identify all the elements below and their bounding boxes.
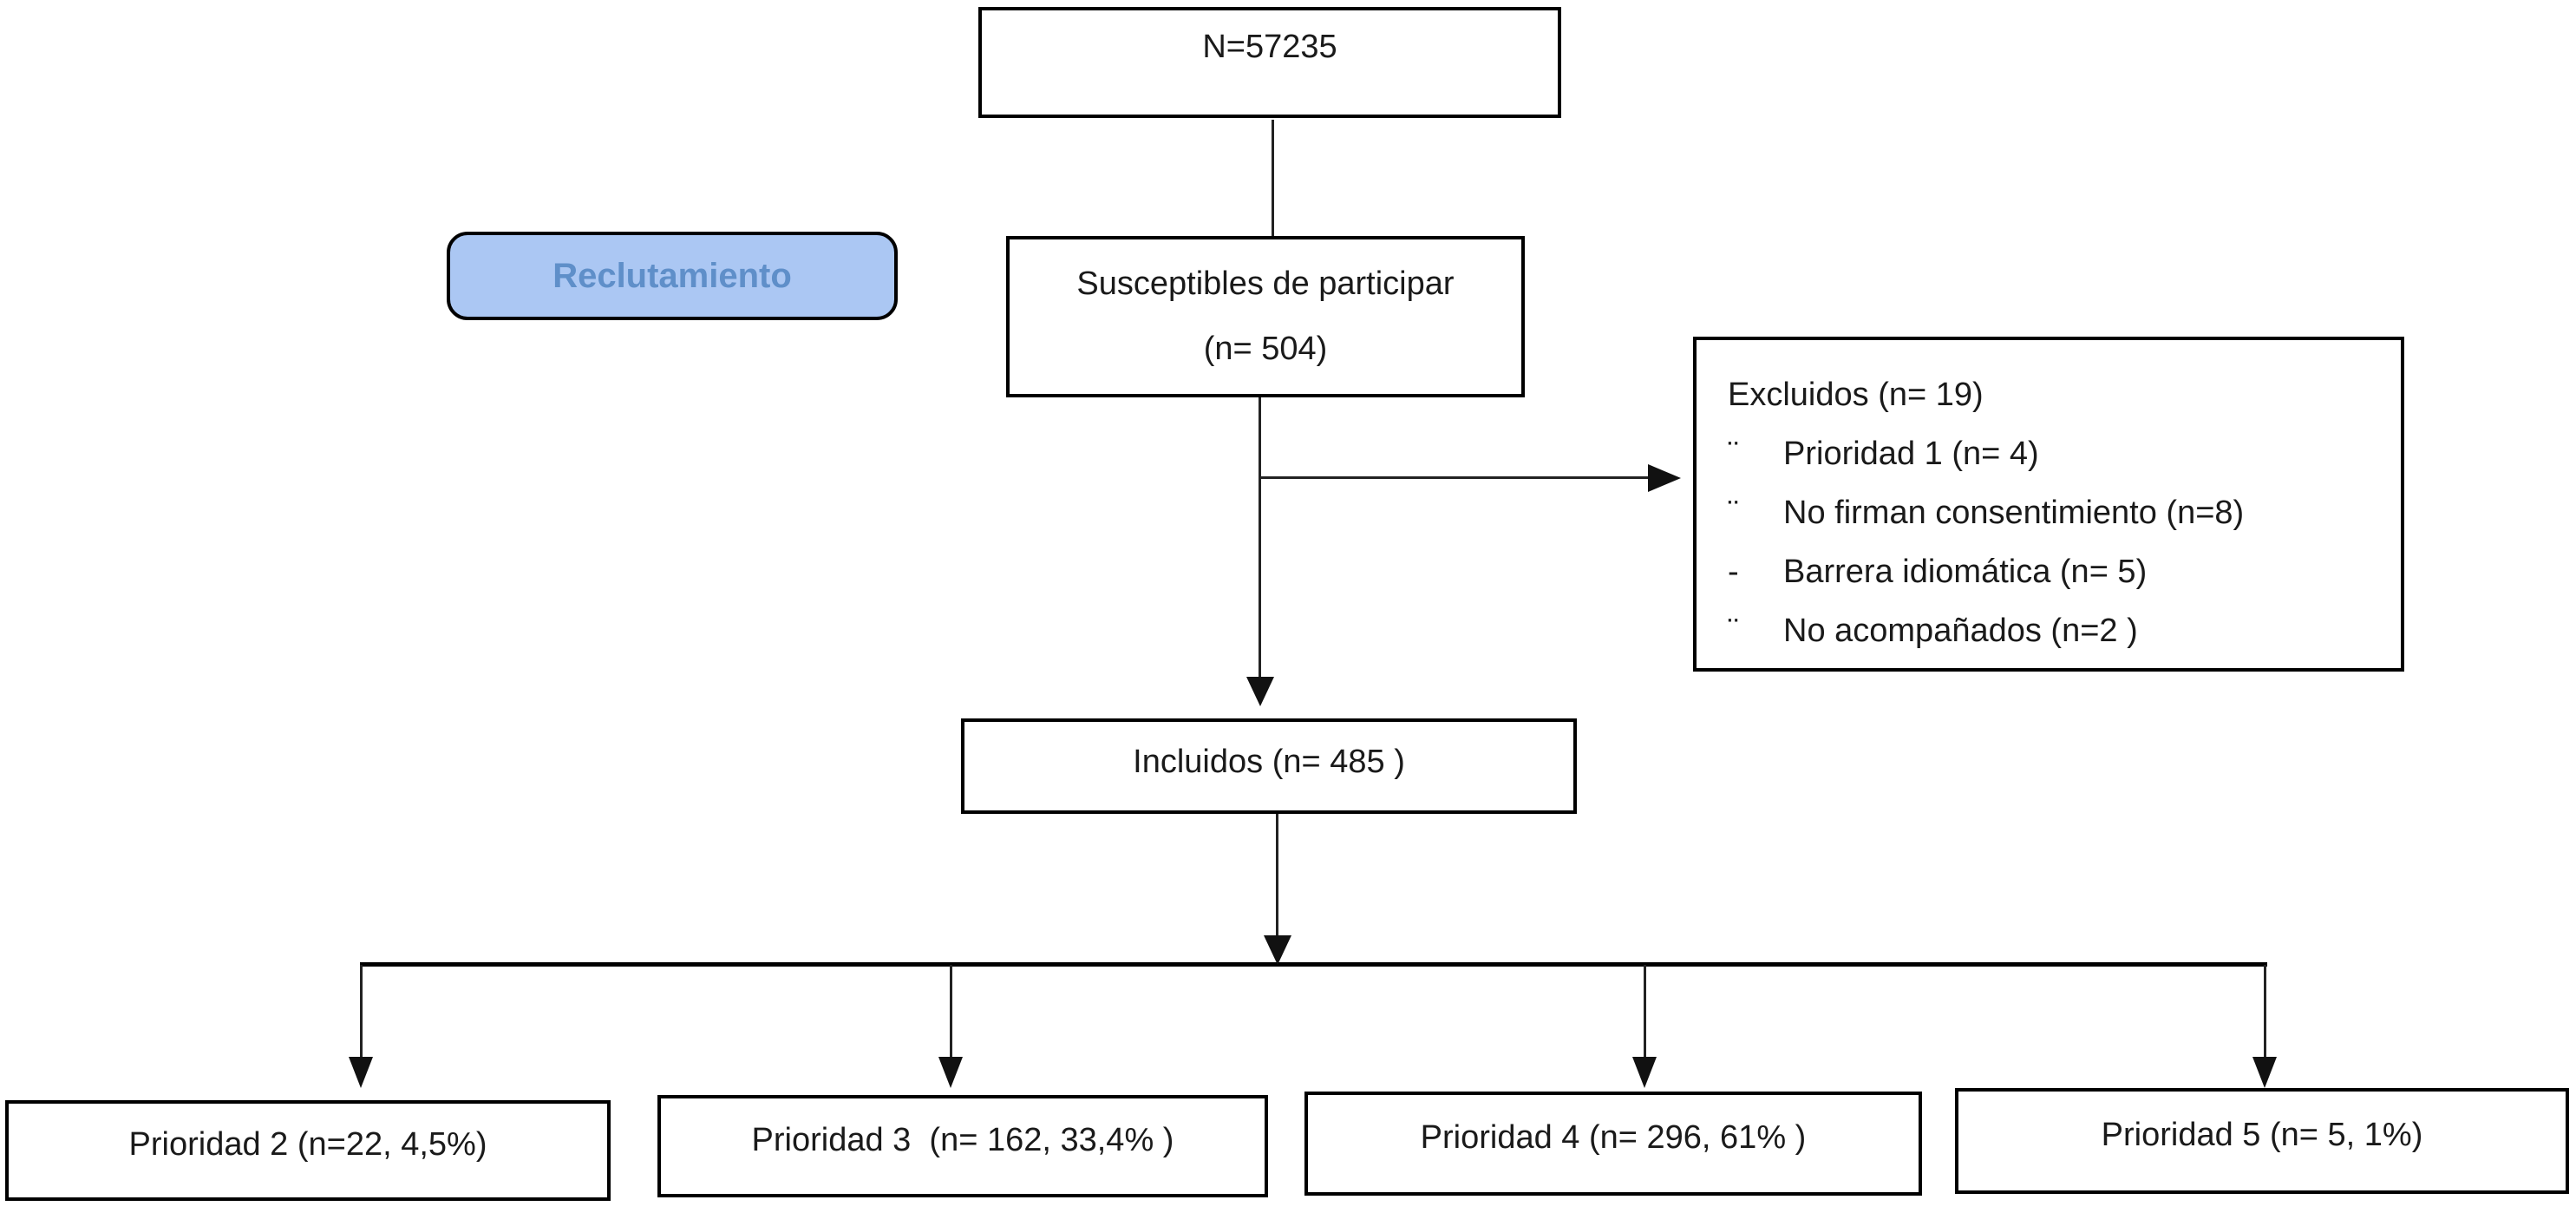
arrowhead-down-icon	[349, 1057, 373, 1088]
excluded-title: Excluidos (n= 19)	[1728, 377, 1984, 413]
priority4-label: Prioridad 4 (n= 296, 61% )	[1420, 1119, 1807, 1157]
priority4-box: Prioridad 4 (n= 296, 61% )	[1304, 1092, 1922, 1196]
arrowhead-down-icon	[938, 1057, 963, 1088]
bullet-marker: ¨	[1728, 495, 1739, 531]
eligible-line2: (n= 504)	[1203, 331, 1328, 367]
excluded-item: ¨ No acompañados (n=2 )	[1728, 611, 2380, 651]
priority3-box: Prioridad 3 (n= 162, 33,4% )	[657, 1095, 1268, 1197]
arrowhead-down-icon	[2252, 1057, 2277, 1088]
branch-line-priority3	[950, 965, 952, 1057]
branch-line-priority2	[360, 965, 363, 1057]
excluded-item-label: No firman consentimiento (n=8)	[1783, 495, 2245, 531]
included-label: Incluidos (n= 485 )	[1133, 744, 1405, 781]
stage-label-text: Reclutamiento	[552, 256, 792, 295]
excluded-item: ¨ Prioridad 1 (n= 4)	[1728, 434, 2380, 474]
bullet-marker: -	[1728, 554, 1739, 590]
branch-line-priority5	[2264, 965, 2266, 1057]
priority2-label: Prioridad 2 (n=22, 4,5%)	[128, 1126, 487, 1164]
connector-population-to-eligible	[1272, 120, 1274, 236]
excluded-item-label: Prioridad 1 (n= 4)	[1783, 436, 2039, 472]
excluded-item-label: Barrera idiomática (n= 5)	[1783, 554, 2148, 590]
eligible-line1: Susceptibles de participar	[1076, 265, 1455, 302]
arrowhead-down-icon	[1246, 677, 1274, 706]
excluded-box: Excluidos (n= 19) ¨ Prioridad 1 (n= 4) ¨…	[1693, 337, 2404, 672]
eligible-box: Susceptibles de participar (n= 504)	[1006, 236, 1525, 397]
connector-included-to-branches	[1276, 814, 1278, 937]
bullet-marker: ¨	[1728, 613, 1739, 649]
priority3-label: Prioridad 3 (n= 162, 33,4% )	[751, 1122, 1174, 1159]
excluded-item: - Barrera idiomática (n= 5)	[1728, 552, 2380, 592]
branch-line-priority4	[1644, 965, 1646, 1057]
connector-eligible-to-included	[1259, 397, 1261, 677]
excluded-item: ¨ No firman consentimiento (n=8)	[1728, 493, 2380, 533]
population-label: N=57235	[1202, 29, 1337, 66]
arrowhead-right-icon	[1648, 464, 1681, 492]
excluded-item-label: No acompañados (n=2 )	[1783, 613, 2138, 649]
population-box: N=57235	[978, 7, 1561, 118]
stage-label-recruitment: Reclutamiento	[447, 232, 898, 320]
branch-distributor-line	[360, 962, 2267, 967]
priority2-box: Prioridad 2 (n=22, 4,5%)	[5, 1100, 611, 1201]
arrowhead-down-icon	[1632, 1057, 1657, 1088]
priority5-label: Prioridad 5 (n= 5, 1%)	[2101, 1117, 2423, 1154]
connector-to-excluded	[1260, 476, 1651, 479]
priority5-box: Prioridad 5 (n= 5, 1%)	[1955, 1088, 2569, 1194]
bullet-marker: ¨	[1728, 436, 1739, 472]
included-box: Incluidos (n= 485 )	[961, 718, 1577, 814]
arrowhead-down-icon	[1264, 935, 1291, 965]
